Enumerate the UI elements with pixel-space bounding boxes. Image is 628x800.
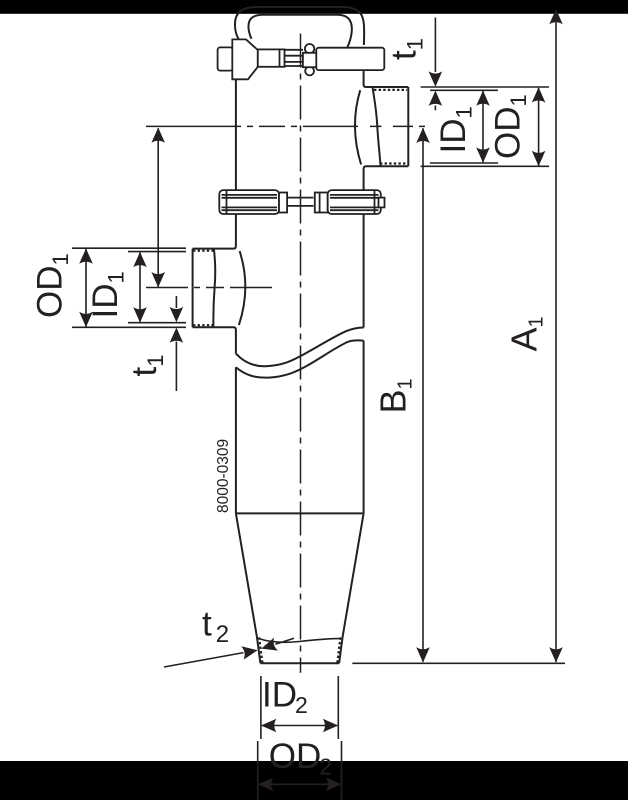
svg-text:8000-0309: 8000-0309 <box>215 439 232 513</box>
svg-text:t1: t1 <box>385 38 428 60</box>
